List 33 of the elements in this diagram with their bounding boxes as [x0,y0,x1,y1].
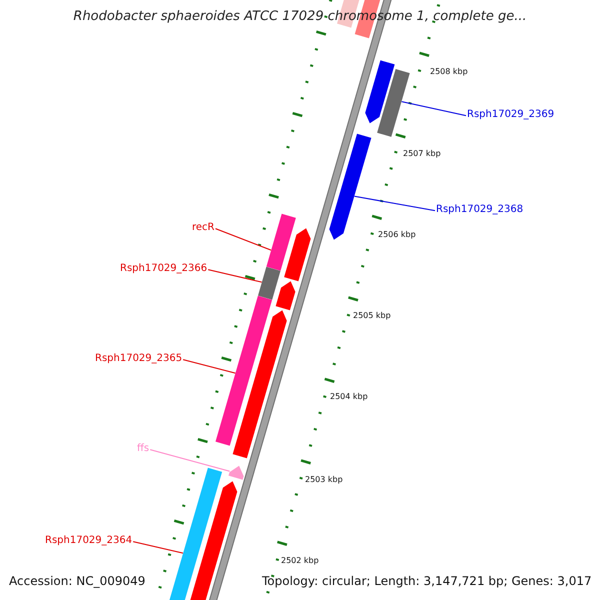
scale-label: 2508 kbp [430,68,468,77]
gene-bar [216,296,272,446]
leader-line [354,196,436,212]
scale-label: 2502 kbp [281,557,319,566]
scale-label: 2507 kbp [403,150,441,159]
gene-feature [276,281,296,310]
leader-line [401,101,466,116]
gene-label: recR [192,222,214,233]
gene-label: Rsph17029_2368 [436,204,524,215]
genome-summary-text: Topology: circular; Length: 3,147,721 bp; Genes: 3,017 [262,575,592,588]
gene-label: Rsph17029_2365 [95,353,182,364]
gene-label: ffs [137,443,150,454]
scale-label: 2505 kbp [353,312,391,321]
gene-feature [329,134,372,240]
scale-label: 2504 kbp [330,393,368,402]
leader-line [132,541,184,554]
gene-feature [232,310,287,458]
gene-bar [266,214,296,271]
leader-line [208,269,262,283]
gene-feature [228,466,244,480]
gene-bar [377,69,410,137]
gene-feature [365,60,395,124]
scale-label: 2503 kbp [305,476,343,485]
gene-label: Rsph17029_2369 [467,109,554,120]
leader-line [150,449,230,472]
leader-line [182,359,236,374]
scale-label: 2506 kbp [378,231,416,240]
gene-bar [258,266,280,300]
leader-line [215,228,272,251]
gene-label: Rsph17029_2366 [120,263,208,274]
gene-feature [284,228,311,282]
gene-label: Rsph17029_2364 [45,535,132,546]
accession-text: Accession: NC_009049 [9,575,146,588]
